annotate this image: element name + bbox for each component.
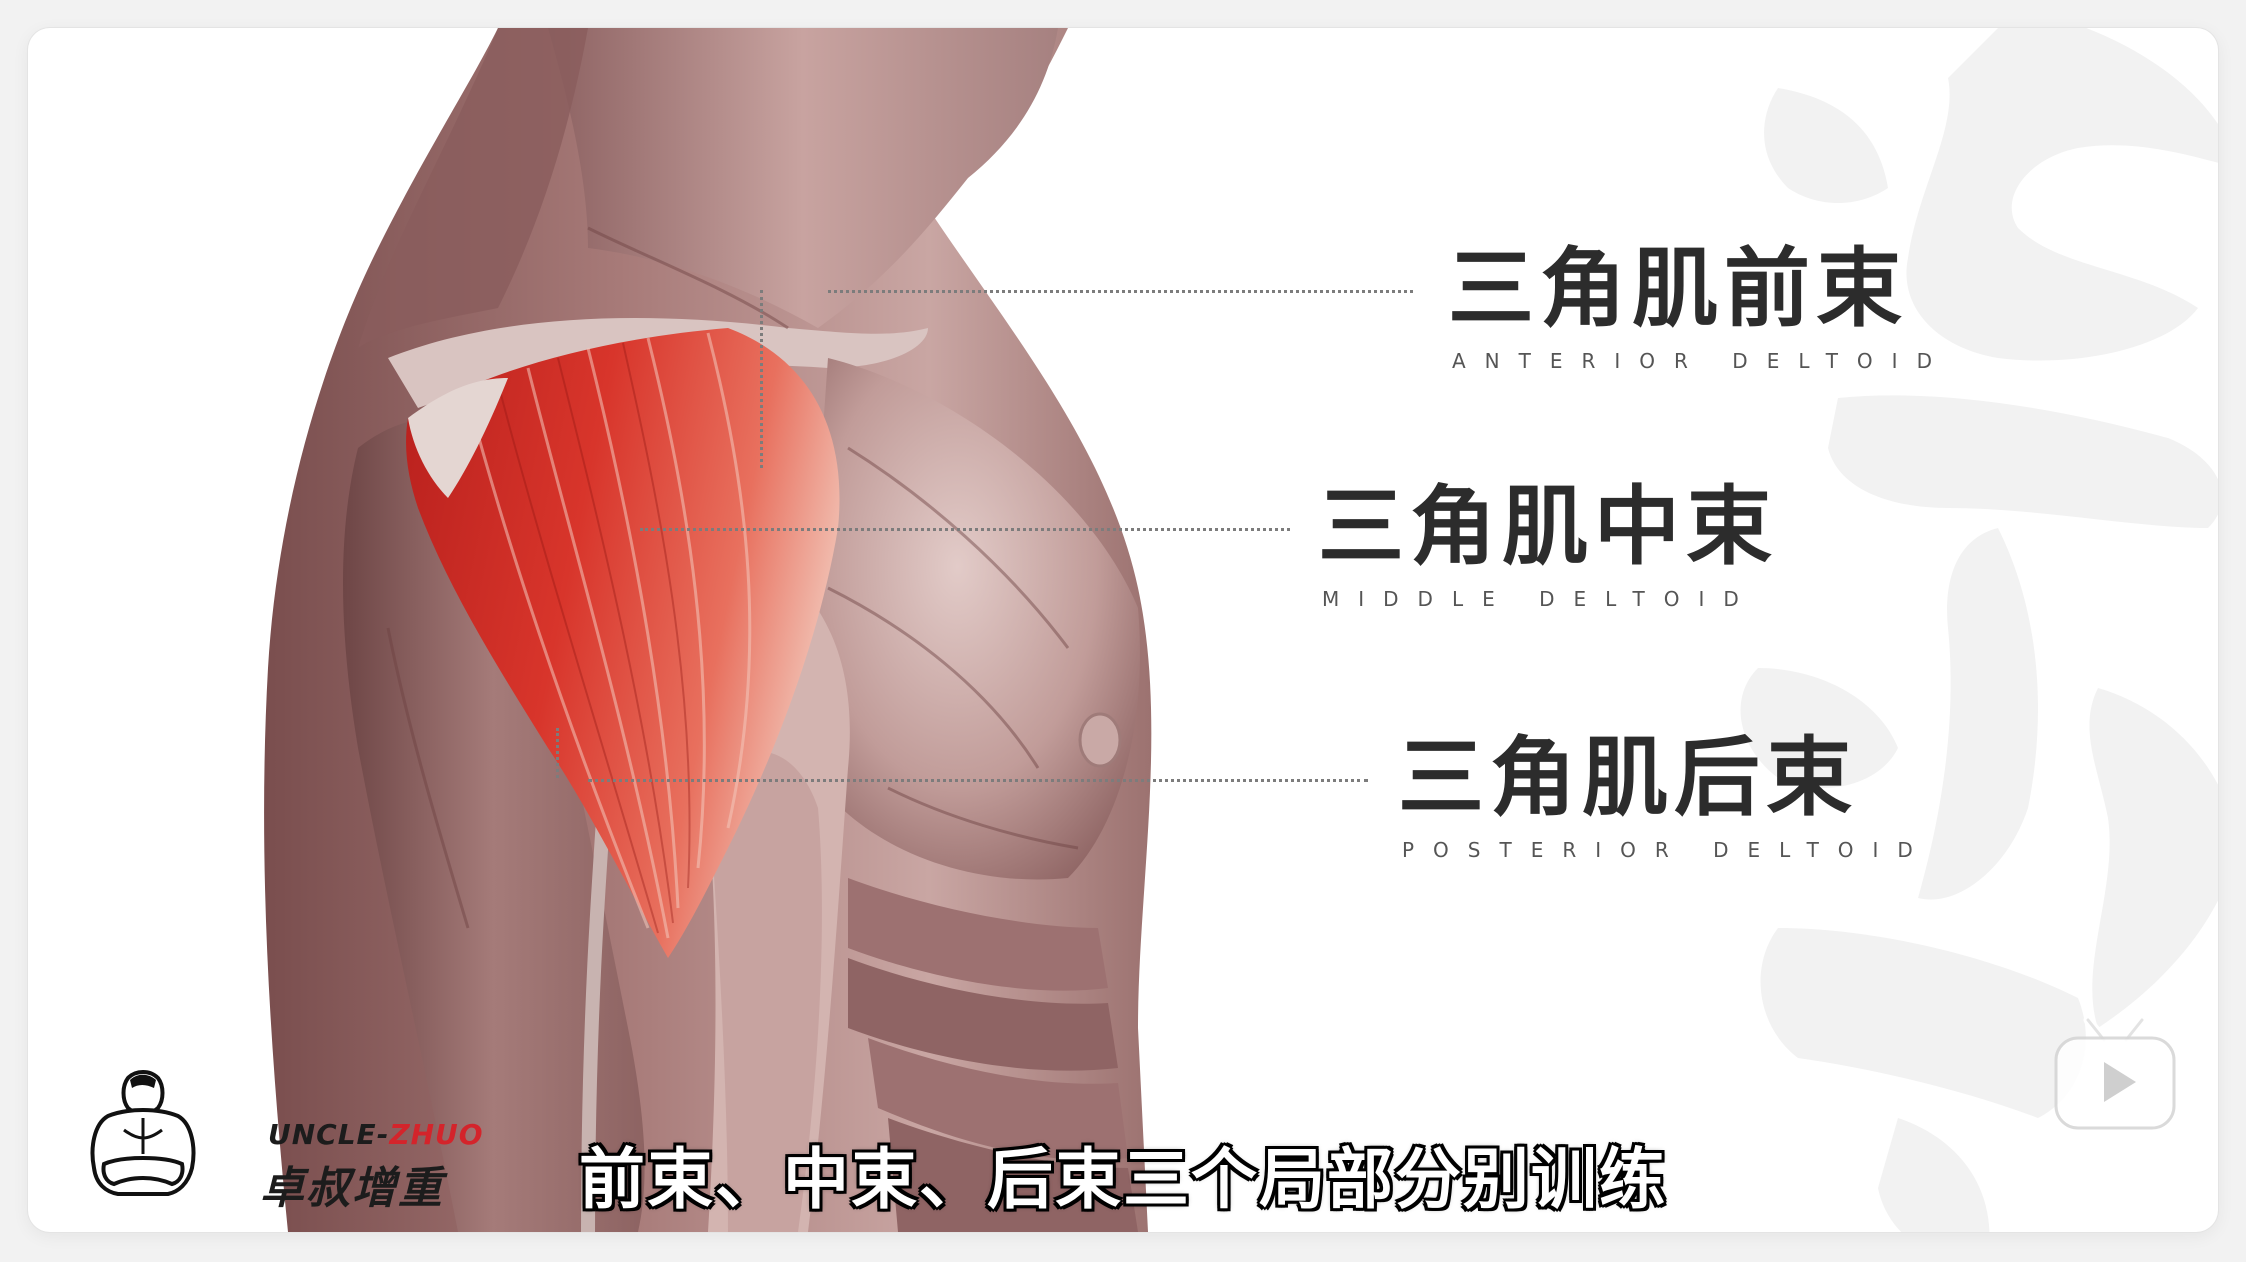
leader-line-middle <box>640 528 1290 531</box>
leader-line-posterior <box>588 779 1368 782</box>
logo-chinese-text: 卓叔增重 <box>260 1163 444 1214</box>
video-subtitle: 前束、中束、后束三个局部分别训练 <box>579 1141 1667 1218</box>
logo-en-prefix: UNCLE- <box>268 1118 390 1151</box>
logo-en-accent: ZHUO <box>389 1118 484 1151</box>
label-posterior-deltoid-en: POSTERIOR DELTOID <box>1402 838 1932 862</box>
calligraphy-watermark <box>1740 28 2218 1232</box>
label-posterior-deltoid-cn: 三角肌后束 <box>1398 728 1858 828</box>
logo-english-text: UNCLE-ZHUO <box>268 1118 484 1151</box>
label-middle-deltoid-en: MIDDLE DELTOID <box>1322 587 1758 611</box>
leader-line-anterior-vertical <box>760 290 763 468</box>
shoulder-anatomy-illustration <box>264 28 1152 1232</box>
leader-line-anterior <box>828 290 1413 293</box>
leader-line-posterior-diagonal <box>556 728 559 778</box>
muscle-man-icon <box>90 1070 196 1196</box>
bilibili-tv-icon[interactable] <box>2050 1014 2180 1134</box>
label-anterior-deltoid-en: ANTERIOR DELTOID <box>1452 349 1951 373</box>
label-anterior-deltoid-cn: 三角肌前束 <box>1448 239 1908 339</box>
channel-logo: UNCLE-ZHUO 卓叔增重 <box>88 1068 483 1218</box>
video-frame: 三角肌前束 ANTERIOR DELTOID 三角肌中束 MIDDLE DELT… <box>28 28 2218 1232</box>
label-middle-deltoid-cn: 三角肌中束 <box>1318 477 1778 577</box>
